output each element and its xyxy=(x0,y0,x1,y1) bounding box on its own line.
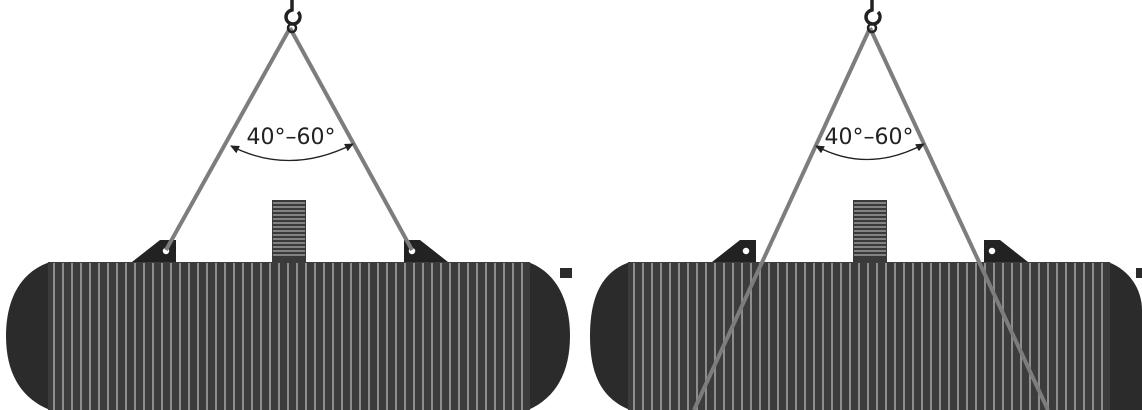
tank-right-end xyxy=(528,262,570,410)
tank-right-end xyxy=(1108,262,1142,410)
tank-left-end xyxy=(6,262,50,410)
angle-label: 40°–60° xyxy=(247,125,336,150)
crane-hook-icon xyxy=(286,0,300,32)
lug-hole xyxy=(742,247,750,255)
lug-hole xyxy=(988,247,996,255)
tank-left-end xyxy=(590,262,630,410)
side-nozzle xyxy=(560,268,572,278)
panel-correct-lifting: 40°–60° xyxy=(6,0,572,410)
side-nozzle xyxy=(1136,268,1142,278)
crane-hook-icon xyxy=(866,0,880,32)
angle-label: 40°–60° xyxy=(825,125,914,150)
panel-incorrect-lifting: 40°–60° xyxy=(590,0,1142,410)
